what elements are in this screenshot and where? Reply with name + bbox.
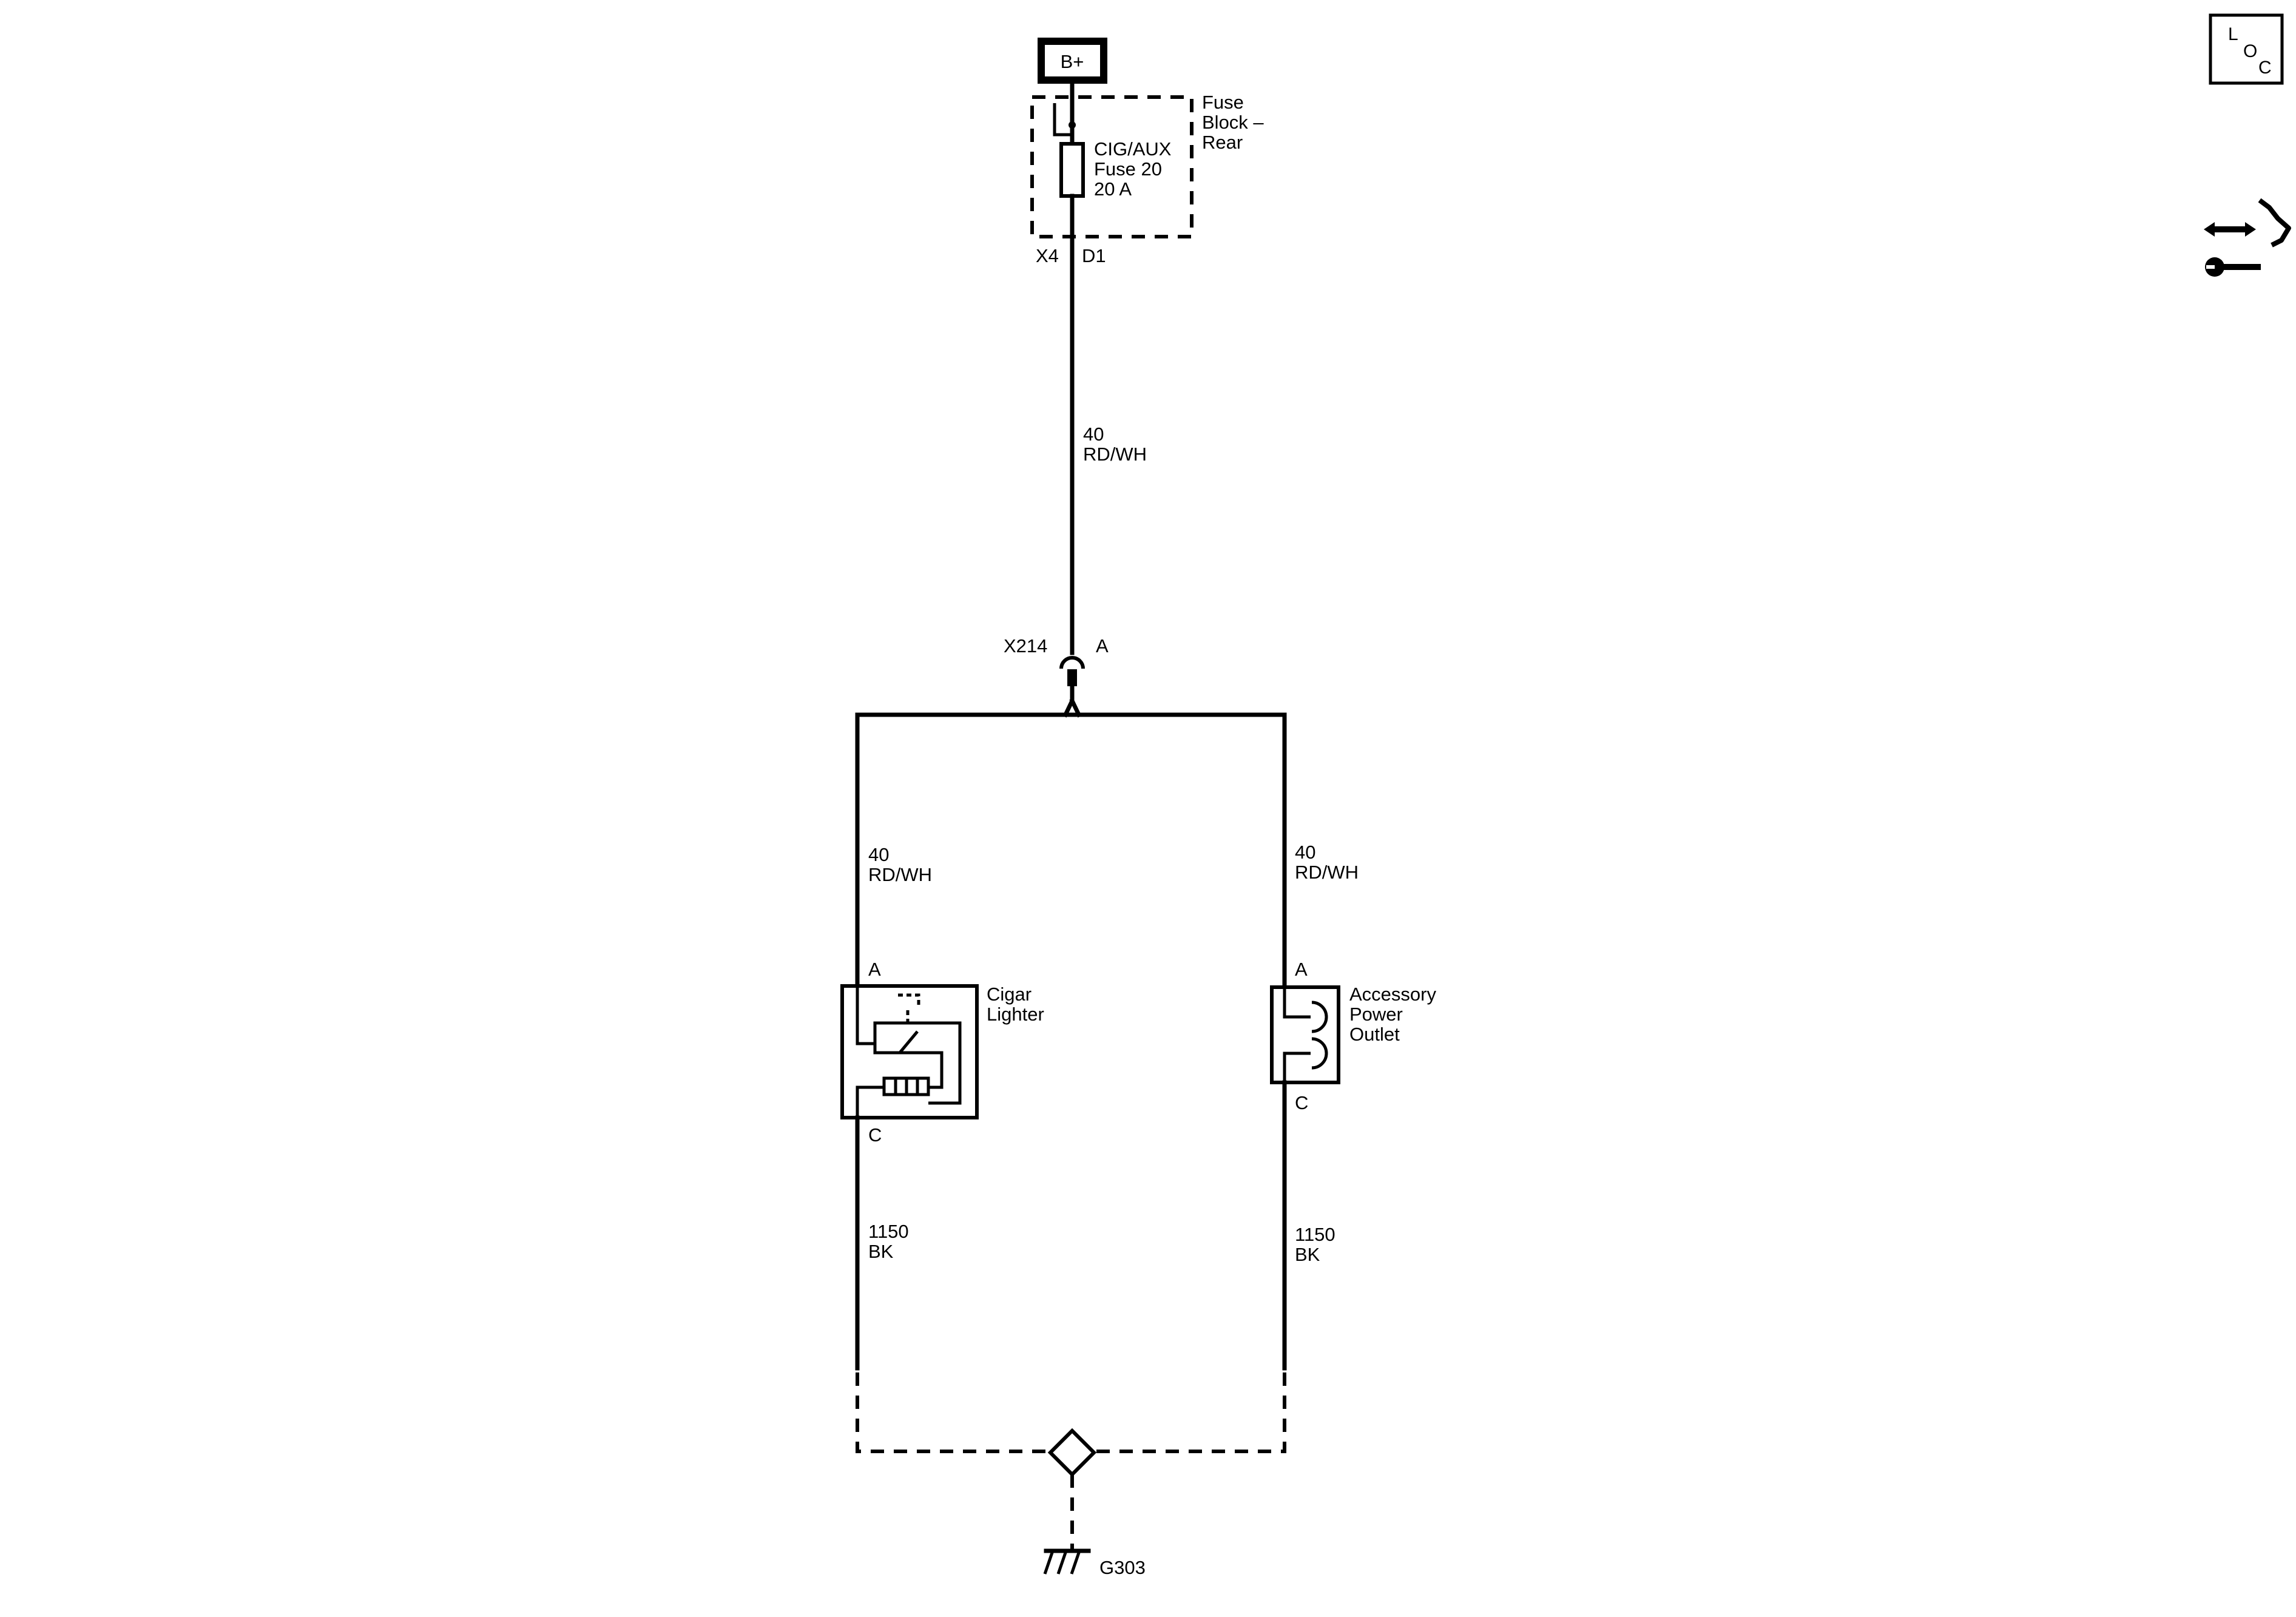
ground-splice-diamond: [1047, 1428, 1097, 1477]
fuse-block-name-line-1: Fuse: [1202, 92, 1244, 113]
right-wire-top-color: RD/WH: [1295, 862, 1359, 883]
fuse-cig-aux: CIG/AUX Fuse 20 20 A: [1059, 138, 1172, 200]
accessory-outlet-pin-c: C: [1295, 1092, 1308, 1113]
inline-connector-x214: X214 A: [1004, 635, 1109, 718]
ground-g303: G303: [1043, 1548, 1146, 1578]
left-wire-top-color: RD/WH: [868, 864, 932, 885]
accessory-outlet-pin-a: A: [1295, 959, 1308, 980]
splice-connector-label: X214: [1004, 635, 1047, 657]
fuse-block-rear: Fuse Block – Rear: [1030, 92, 1264, 238]
left-wire-top-circuit: 40: [868, 844, 889, 865]
fuse-rating: 20 A: [1094, 178, 1132, 200]
cigar-lighter-name-line-2: Lighter: [987, 1004, 1044, 1025]
splice-pin-label: A: [1096, 635, 1109, 657]
battery-positive-source: B+: [1038, 38, 1107, 84]
loc-letter-l: L: [2228, 24, 2238, 44]
cigar-lighter-pin-c: C: [868, 1124, 882, 1146]
left-wire-bottom-color: BK: [868, 1241, 894, 1262]
battery-positive-label: B+: [1061, 51, 1084, 72]
cigar-lighter-pin-a: A: [868, 959, 881, 980]
left-wire-bottom-circuit: 1150: [868, 1221, 909, 1242]
connector-d1-label: D1: [1082, 245, 1106, 266]
fuse-block-name-line-3: Rear: [1202, 132, 1243, 153]
ground-dashed-paths: [856, 1372, 1286, 1551]
right-wire-top-circuit: 40: [1295, 842, 1315, 863]
vehicle-service-wrench-icon[interactable]: [2204, 198, 2291, 277]
fuse-name: CIG/AUX: [1094, 138, 1172, 160]
accessory-outlet-name-line-2: Power: [1349, 1004, 1403, 1025]
right-wire-bottom-circuit: 1150: [1295, 1224, 1335, 1245]
right-wire-bottom-color: BK: [1295, 1244, 1320, 1265]
loc-icon[interactable]: L O C: [2209, 13, 2284, 85]
fuse-number: Fuse 20: [1094, 158, 1162, 180]
bus-tap: [1053, 103, 1072, 137]
fuse-block-name-line-2: Block –: [1202, 112, 1264, 133]
loc-letter-c: C: [2258, 58, 2272, 78]
connector-x4-label: X4: [1036, 245, 1059, 266]
main-wire-circuit: 40: [1083, 424, 1104, 445]
main-wire-color: RD/WH: [1083, 444, 1147, 465]
accessory-power-outlet: Accessory Power Outlet: [1270, 984, 1436, 1084]
cigar-lighter-name-line-1: Cigar: [987, 984, 1032, 1005]
loc-letter-o: O: [2243, 41, 2257, 61]
ground-label: G303: [1099, 1557, 1146, 1578]
cigar-lighter: Cigar Lighter: [840, 984, 1044, 1119]
accessory-outlet-name-line-3: Outlet: [1349, 1024, 1400, 1045]
accessory-outlet-name-line-1: Accessory: [1349, 984, 1436, 1005]
